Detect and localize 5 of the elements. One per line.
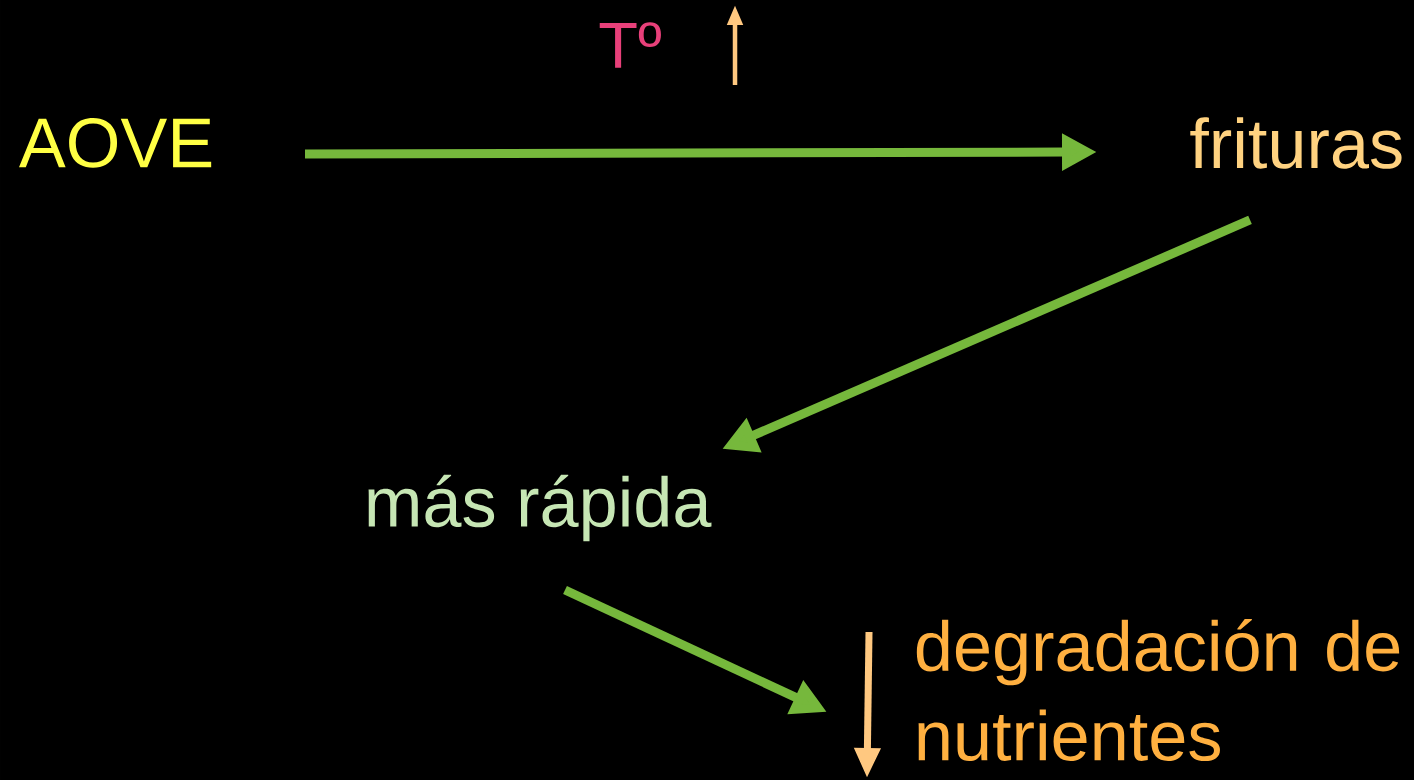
temperature-label: Tº <box>599 22 661 68</box>
node-text: degradación de nutrientes <box>916 618 1400 761</box>
node-text: más rápida <box>368 474 712 542</box>
node-text: AOVE <box>19 118 212 168</box>
node-text: frituras <box>1190 117 1402 169</box>
